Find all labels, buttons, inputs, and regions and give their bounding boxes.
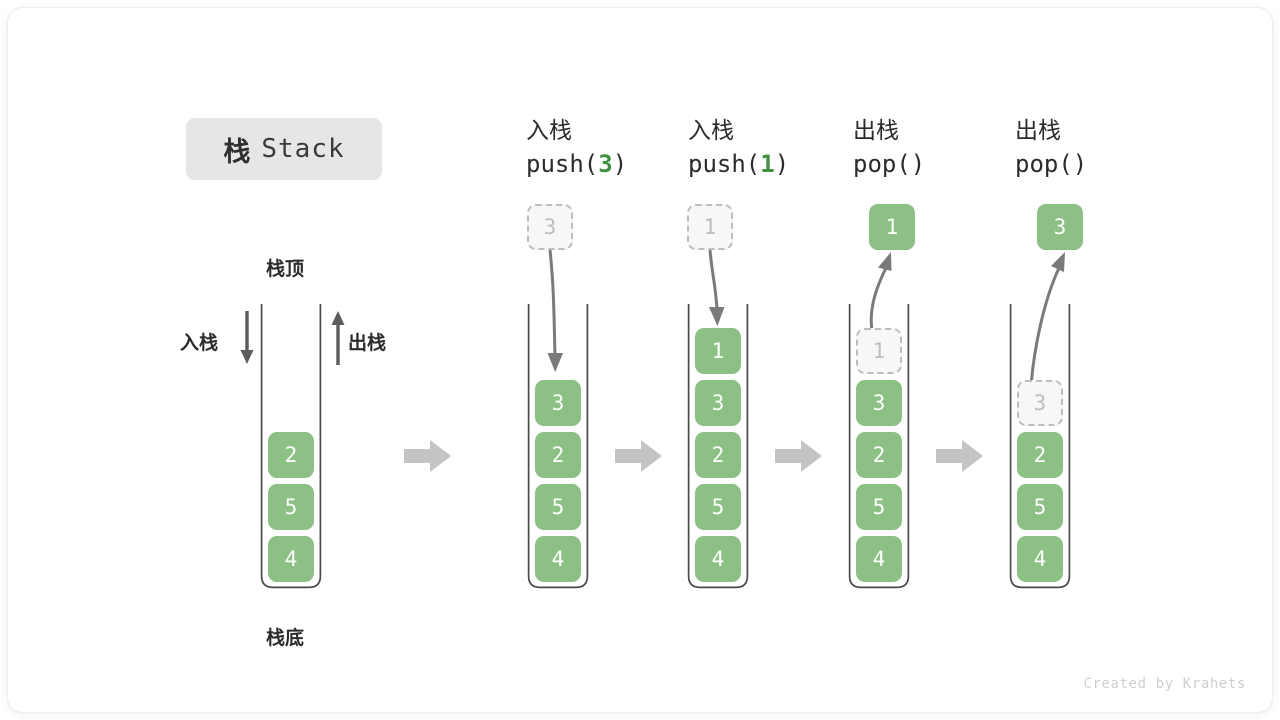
column-header-line2: push(3) <box>526 150 628 178</box>
stack-box: 2 <box>856 432 902 478</box>
stack-box: 3 <box>856 380 902 426</box>
column-header-pop-1: 出栈 pop() <box>853 113 1053 181</box>
push-arg-value: 3 <box>598 150 613 178</box>
stack-box: 2 <box>1017 432 1063 478</box>
stack-title-en: Stack <box>261 134 345 164</box>
stack-box: 1 <box>695 328 741 374</box>
push-direction-arrow-icon <box>237 309 257 367</box>
push-curve-arrow-icon <box>688 248 758 338</box>
column-header-line1: 出栈 <box>1015 117 1061 143</box>
column-header-pop-3: 出栈 pop() <box>1015 113 1215 181</box>
label-stack-top: 栈顶 <box>266 259 305 280</box>
stack-boxes-push-1: 1 3 2 5 4 <box>695 328 741 582</box>
pop-curve-arrow-icon <box>1008 248 1088 388</box>
push-curve-arrow-icon <box>528 248 598 378</box>
column-header-push-1: 入栈 push(1) <box>688 113 888 181</box>
column-header-line1: 入栈 <box>526 117 572 143</box>
stack-box: 4 <box>1017 536 1063 582</box>
label-push-side: 入栈 <box>180 333 219 354</box>
label-stack-bottom: 栈底 <box>266 628 305 649</box>
stack-box: 5 <box>268 484 314 530</box>
stack-box: 2 <box>535 432 581 478</box>
stack-box: 4 <box>535 536 581 582</box>
column-header-line2: push(1) <box>688 150 790 178</box>
column-header-line1: 出栈 <box>853 117 899 143</box>
stack-boxes-pop-1: 1 3 2 5 4 <box>856 328 902 582</box>
diagram-card: 栈 Stack 栈顶 入栈 出栈 2 5 4 栈底 入栈 pu <box>8 8 1272 712</box>
stack-box: 2 <box>695 432 741 478</box>
push-arg-value: 1 <box>760 150 775 178</box>
stack-box-ghost: 1 <box>856 328 902 374</box>
column-header-line2: pop() <box>853 150 926 178</box>
column-header-line1: 入栈 <box>688 117 734 143</box>
stack-box: 5 <box>535 484 581 530</box>
stack-tube-pop-3 <box>1009 304 1071 589</box>
stack-box: 2 <box>268 432 314 478</box>
transition-arrow-icon <box>936 438 984 474</box>
stack-title-cn: 栈 <box>223 136 252 167</box>
stack-box: 5 <box>695 484 741 530</box>
stack-box: 3 <box>535 380 581 426</box>
transition-arrow-icon <box>615 438 663 474</box>
label-pop-side: 出栈 <box>348 333 387 354</box>
stack-title-badge: 栈 Stack <box>186 118 382 180</box>
stack-boxes-initial: 2 5 4 <box>268 432 314 582</box>
watermark-credit: Created by Krahets <box>1083 676 1246 692</box>
floating-value-box: 1 <box>687 204 733 250</box>
column-header-line2: pop() <box>1015 150 1088 178</box>
floating-value-box: 3 <box>527 204 573 250</box>
popped-value-box: 3 <box>1037 204 1083 250</box>
transition-arrow-icon <box>404 438 452 474</box>
transition-arrow-icon <box>775 438 823 474</box>
stack-box: 4 <box>856 536 902 582</box>
popped-value-box: 1 <box>869 204 915 250</box>
stack-tube-initial <box>260 304 322 589</box>
stack-box: 5 <box>856 484 902 530</box>
pop-direction-arrow-icon <box>328 309 348 367</box>
stack-tube-push-3 <box>527 304 589 589</box>
stack-box: 4 <box>695 536 741 582</box>
stack-tube-pop-1 <box>848 304 910 589</box>
column-header-push-3: 入栈 push(3) <box>526 113 726 181</box>
stack-tube-push-1 <box>687 304 749 589</box>
stack-box: 3 <box>695 380 741 426</box>
stack-boxes-pop-3: 3 2 5 4 <box>1017 380 1063 582</box>
stack-box: 5 <box>1017 484 1063 530</box>
stack-box: 4 <box>268 536 314 582</box>
stack-boxes-push-3: 3 2 5 4 <box>535 380 581 582</box>
stack-box-ghost: 3 <box>1017 380 1063 426</box>
